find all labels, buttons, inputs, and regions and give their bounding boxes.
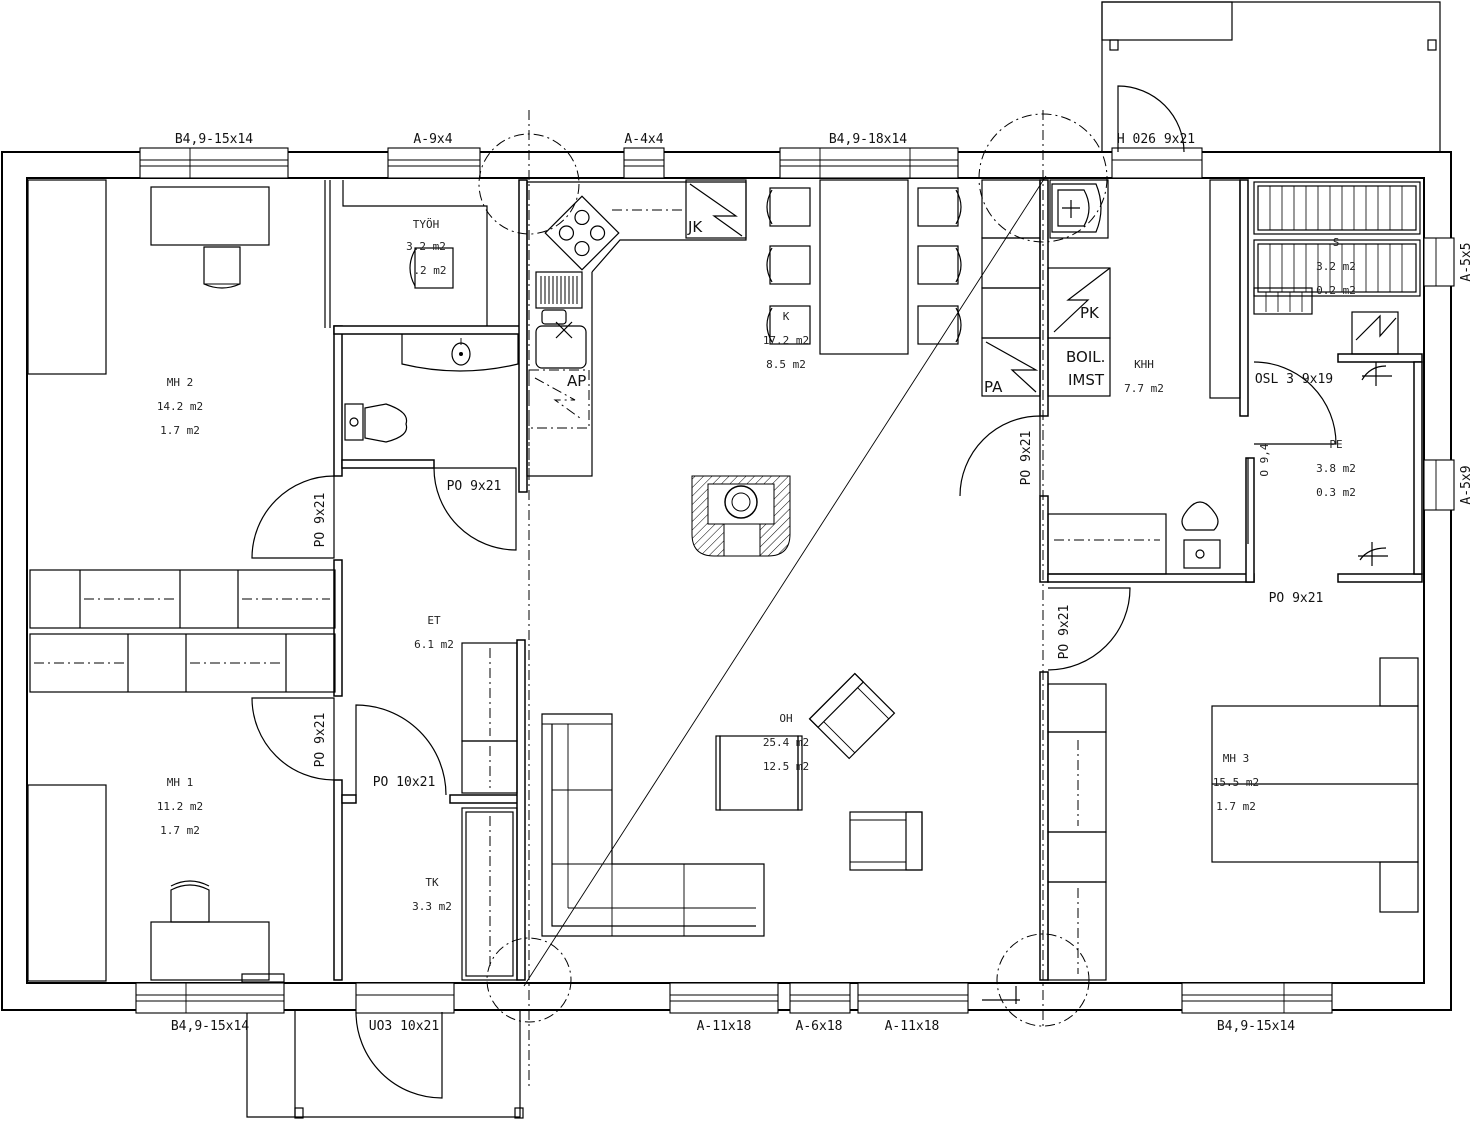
room-name-pe: PE — [1329, 438, 1342, 451]
entry-porch — [246, 1010, 524, 1119]
room-name-tyoh: TYÖH — [413, 218, 440, 231]
door-label-po-wc: PO 9x21 — [447, 479, 502, 494]
room-area1-tyoh: 3.2 m2 — [406, 240, 446, 253]
kitchen — [526, 179, 791, 557]
room-name-mh2: MH 2 — [167, 376, 194, 389]
room-area1-oh: 25.4 m2 — [763, 736, 809, 749]
fixture-label-ap: AP — [567, 372, 586, 390]
fixture-label-jk: JK — [687, 218, 703, 236]
door-labels: H 026 9x21 OSL 3 9x19 PO 9x21 PO 9x21 PO… — [313, 132, 1333, 1034]
room-name-et: ET — [427, 614, 441, 627]
room-name-s: S — [1333, 236, 1340, 249]
room-area1-mh2: 14.2 m2 — [157, 400, 203, 413]
windows-right — [1423, 237, 1455, 511]
room-name-oh: OH — [779, 712, 792, 725]
door-label-h026: H 026 9x21 — [1117, 132, 1195, 147]
door-label-po-khh: PO 9x21 — [1019, 431, 1034, 486]
window-label-top3: A-4x4 — [624, 132, 663, 147]
room-name-mh1: MH 1 — [167, 776, 194, 789]
window-label-top2: A-9x4 — [413, 132, 452, 147]
wc-fixtures — [344, 334, 519, 443]
khh-fixtures — [981, 179, 1249, 575]
room-area2-k: 8.5 m2 — [766, 358, 806, 371]
tyoh-furniture — [324, 180, 488, 328]
room-name-k: K — [783, 310, 790, 323]
room-labels: MH 2 14.2 m2 1.7 m2 MH 1 11.2 m2 1.7 m2 … — [157, 218, 1356, 913]
room-area1-k: 17.2 m2 — [763, 334, 809, 347]
room-name-khh: KHH — [1134, 358, 1154, 371]
fixture-label-imst: IMST — [1068, 371, 1105, 389]
room-area1-et: 6.1 m2 — [414, 638, 454, 651]
room-area2-mh3: 1.7 m2 — [1216, 800, 1256, 813]
interior-walls — [333, 179, 1423, 981]
room-name-mh3: MH 3 — [1223, 752, 1250, 765]
dining — [766, 179, 962, 355]
door-label-osl: OSL 3 9x19 — [1255, 372, 1333, 387]
windows-top — [139, 147, 1203, 179]
windows-bottom — [135, 982, 1333, 1014]
room-area1-mh3: 15.5 m2 — [1213, 776, 1259, 789]
porch-top-right — [1101, 1, 1441, 152]
hall-closets — [461, 642, 518, 981]
mh3-furniture — [1047, 657, 1419, 981]
window-label-bot3: A-6x18 — [796, 1019, 843, 1034]
window-label-bot4: A-11x18 — [885, 1019, 940, 1034]
fixture-labels: JK AP PK PA BOIL. IMST — [567, 218, 1105, 396]
room-area2-oh: 12.5 m2 — [763, 760, 809, 773]
room-area2-mh1: 1.7 m2 — [160, 824, 200, 837]
door-label-po-mh1: PO 9x21 — [313, 713, 328, 768]
door-label-po-pe: PO 9x21 — [1269, 591, 1324, 606]
room-area1-mh1: 11.2 m2 — [157, 800, 203, 813]
window-label-right1: A-5x5 — [1459, 242, 1473, 281]
window-label-top1: B4,9-15x14 — [175, 132, 253, 147]
fixture-label-boil: BOIL. — [1066, 348, 1105, 366]
room-area1-khh: 7.7 m2 — [1124, 382, 1164, 395]
door-label-o9: O 9,4 — [1258, 443, 1271, 476]
window-label-right2: A-5x9 — [1459, 465, 1473, 504]
door-label-po-mh2: PO 9x21 — [313, 493, 328, 548]
sauna — [1253, 181, 1421, 566]
room-area2-s: 0.2 m2 — [1316, 284, 1356, 297]
window-label-top4: B4,9-18x14 — [829, 132, 907, 147]
room-area2-mh2: 1.7 m2 — [160, 424, 200, 437]
room-name-tk: TK — [425, 876, 439, 889]
room-area1-s: 3.2 m2 — [1316, 260, 1356, 273]
room-area2-tyoh: .2 m2 — [413, 264, 446, 277]
door-label-uo3: UO3 10x21 — [369, 1019, 439, 1034]
living-room — [541, 672, 923, 937]
fireplace — [691, 475, 791, 557]
section-line — [478, 110, 1108, 1090]
room-area1-tk: 3.3 m2 — [412, 900, 452, 913]
door-label-po-mh3: PO 9x21 — [1057, 605, 1072, 660]
fixture-label-pk: PK — [1080, 304, 1100, 322]
mh1-furniture — [27, 784, 285, 983]
fixture-label-pa: PA — [984, 378, 1003, 396]
window-label-bot2: A-11x18 — [697, 1019, 752, 1034]
door-label-po-tk: PO 10x21 — [373, 775, 436, 790]
window-labels: B4,9-15x14 A-9x4 A-4x4 B4,9-18x14 B4,9-1… — [171, 132, 1473, 1034]
window-label-bot1: B4,9-15x14 — [171, 1019, 249, 1034]
room-area1-pe: 3.8 m2 — [1316, 462, 1356, 475]
door-swings — [251, 85, 1337, 1099]
window-label-bot5: B4,9-15x14 — [1217, 1019, 1295, 1034]
room-area2-pe: 0.3 m2 — [1316, 486, 1356, 499]
mh2-furniture — [27, 179, 336, 693]
